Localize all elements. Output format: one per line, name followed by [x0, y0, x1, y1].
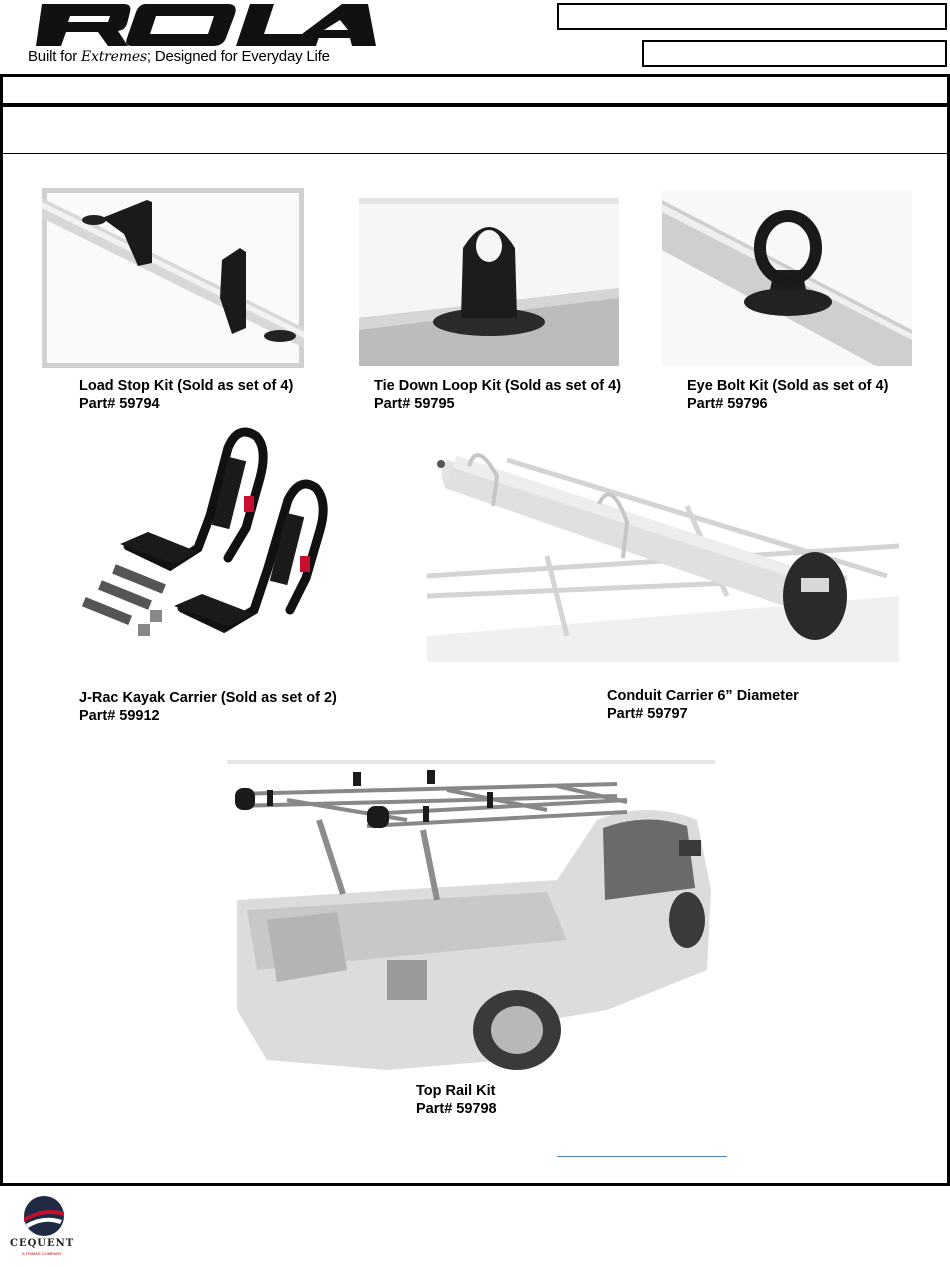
product-part: Part# 59794 — [79, 396, 160, 412]
link-underline[interactable] — [557, 1156, 727, 1157]
j-rac-kayak-carrier-caption: J-Rac Kayak Carrier (Sold as set of 2) P… — [79, 689, 337, 725]
conduit-carrier-caption: Conduit Carrier 6” Diameter Part# 59797 — [607, 687, 799, 723]
header-field-1 — [557, 3, 947, 30]
rola-logo — [28, 2, 378, 48]
top-rail-kit-image — [227, 760, 715, 1076]
product-part: Part# 59796 — [687, 396, 768, 412]
title-bar — [3, 77, 947, 107]
product-name: Conduit Carrier 6” Diameter — [607, 688, 799, 704]
tagline-script: Extremes — [81, 49, 147, 65]
tie-down-loop-kit-image — [359, 198, 619, 366]
content-frame — [0, 74, 950, 1186]
load-stop-kit-image — [42, 188, 304, 368]
cequent-logo: CEQUENT A TRIMAS COMPANY — [6, 1194, 90, 1260]
tagline-after: ; Designed for Everyday Life — [146, 48, 330, 65]
eye-bolt-kit-image — [662, 190, 912, 366]
product-part: Part# 59797 — [607, 706, 688, 722]
eye-bolt-kit-caption: Eye Bolt Kit (Sold as set of 4) Part# 59… — [687, 377, 888, 413]
footer-sub: A TRIMAS COMPANY — [22, 1251, 62, 1256]
tagline: Built for Extremes; Designed for Everyda… — [28, 48, 330, 65]
product-part: Part# 59795 — [374, 396, 455, 412]
tagline-before: Built for — [28, 48, 82, 65]
product-name: Tie Down Loop Kit (Sold as set of 4) — [374, 378, 622, 394]
product-part: Part# 59912 — [79, 708, 160, 724]
product-name: Load Stop Kit (Sold as set of 4) — [79, 378, 294, 394]
top-rail-kit-caption: Top Rail Kit Part# 59798 — [416, 1082, 497, 1118]
footer-brand: CEQUENT — [10, 1238, 75, 1249]
load-stop-kit-caption: Load Stop Kit (Sold as set of 4) Part# 5… — [79, 377, 293, 413]
subtitle-bar — [3, 107, 947, 154]
product-name: Top Rail Kit — [416, 1083, 496, 1099]
tie-down-loop-kit-caption: Tie Down Loop Kit (Sold as set of 4) Par… — [374, 377, 621, 413]
header-field-2 — [642, 40, 947, 67]
product-name: Eye Bolt Kit (Sold as set of 4) — [687, 378, 889, 394]
product-part: Part# 59798 — [416, 1101, 497, 1117]
conduit-carrier-image — [427, 446, 899, 662]
j-rac-kayak-carrier-image — [78, 418, 340, 660]
product-name: J-Rac Kayak Carrier (Sold as set of 2) — [79, 690, 337, 706]
